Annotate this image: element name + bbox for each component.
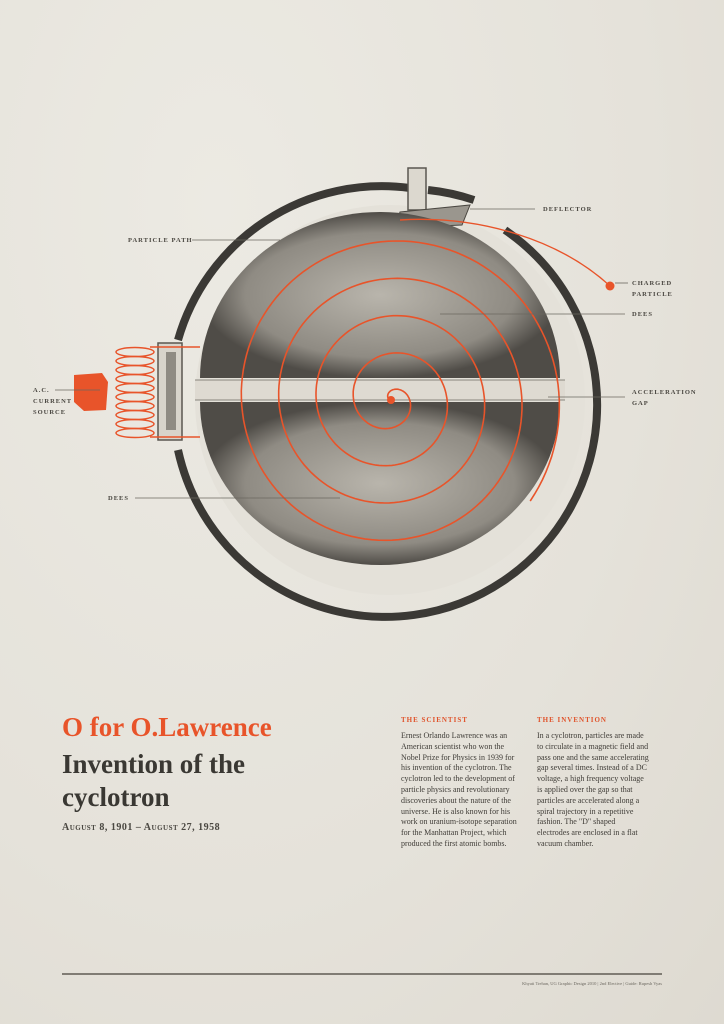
title-accent: O for O.Lawrence (62, 712, 272, 742)
scientist-body: Ernest Orlando Lawrence was an American … (401, 731, 517, 848)
footer-credit: Khyati Trehan, UG Graphic Design 2010 | … (522, 981, 662, 986)
exit-trajectory (399, 218, 611, 287)
footer-rule (62, 973, 662, 975)
coil (115, 346, 155, 439)
invention-body: In a cyclotron, particles are made to ci… (537, 731, 649, 848)
particle-source (387, 396, 395, 404)
label-deflector: Deflector (543, 206, 593, 213)
label-line: particle (632, 291, 673, 298)
connector-plate (166, 352, 176, 430)
scientist-section: THE SCIENTIST Ernest Orlando Lawrence wa… (401, 716, 525, 850)
outer-ring-top-left (174, 182, 411, 342)
life-dates: August 8, 1901 – August 27, 1958 (62, 822, 221, 833)
label-charged-particle: Charged particle (632, 278, 673, 300)
label-line: source (33, 409, 67, 416)
label-line: Acceleration (632, 389, 697, 396)
label-dees-left: Dees (108, 495, 129, 502)
label-ac-source: A.C. current source (33, 385, 72, 418)
outer-ring-top (427, 186, 476, 204)
coil-loop (115, 427, 155, 439)
label-line: Charged (632, 280, 673, 287)
upper-dee (200, 212, 560, 378)
label-acceleration-gap: Acceleration gap (632, 387, 697, 409)
label-line: current (33, 398, 73, 405)
label-line: gap (632, 400, 649, 407)
page-title: Invention of the cyclotron (62, 749, 246, 812)
scientist-heading: THE SCIENTIST (401, 716, 468, 724)
deflector (407, 167, 427, 211)
outer-ring-right-bottom (174, 226, 602, 621)
label-dees-right: Dees (632, 311, 653, 318)
charged-particle (605, 281, 615, 291)
label-particle-path: Particle path (128, 237, 193, 244)
acceleration-gap (195, 380, 565, 400)
leader-lines (55, 208, 628, 499)
cyclotron-diagram (0, 80, 724, 700)
particle-path-spiral (240, 240, 561, 542)
label-line: A.C. (33, 387, 50, 394)
invention-section: THE INVENTION In a cyclotron, particles … (537, 716, 649, 850)
ac-source-block (74, 373, 108, 411)
invention-heading: THE INVENTION (537, 716, 607, 724)
